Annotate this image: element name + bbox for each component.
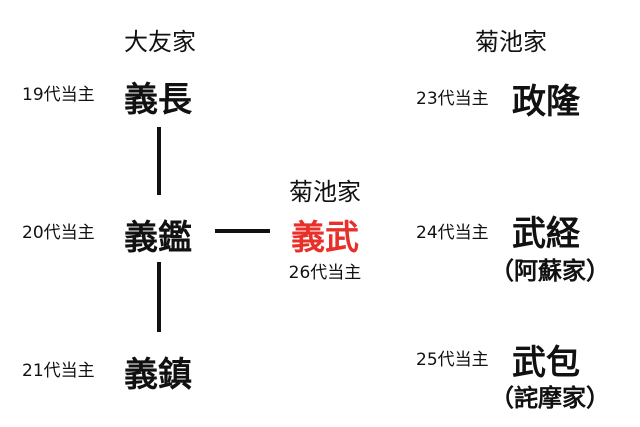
right-gen-25: 25代当主: [416, 350, 489, 370]
left-name-yoshiaki: 義鑑: [124, 218, 192, 258]
left-family-header: 大友家: [124, 28, 196, 56]
middle-name-yoshitake: 義武: [291, 218, 359, 258]
left-name-yoshishige: 義鎮: [124, 355, 192, 395]
connector-horizontal: [215, 229, 270, 233]
right-name-taketsune: 武経: [512, 214, 580, 254]
left-name-yoshinaga: 義長: [124, 80, 192, 120]
middle-family-label: 菊池家: [289, 178, 361, 206]
right-note-aso: （阿蘇家）: [490, 257, 610, 285]
right-gen-24: 24代当主: [416, 223, 489, 243]
right-name-masataka: 政隆: [512, 82, 580, 122]
right-note-takuma: （詫摩家）: [490, 384, 610, 412]
right-family-header: 菊池家: [475, 28, 547, 56]
right-gen-23: 23代当主: [416, 89, 489, 109]
connector-vertical-bottom: [157, 262, 161, 332]
left-gen-20: 20代当主: [22, 223, 95, 243]
middle-gen-26: 26代当主: [288, 263, 362, 283]
left-gen-19: 19代当主: [22, 85, 95, 105]
right-name-takekane: 武包: [512, 343, 580, 383]
connector-vertical-top: [157, 127, 161, 195]
left-gen-21: 21代当主: [22, 361, 95, 381]
